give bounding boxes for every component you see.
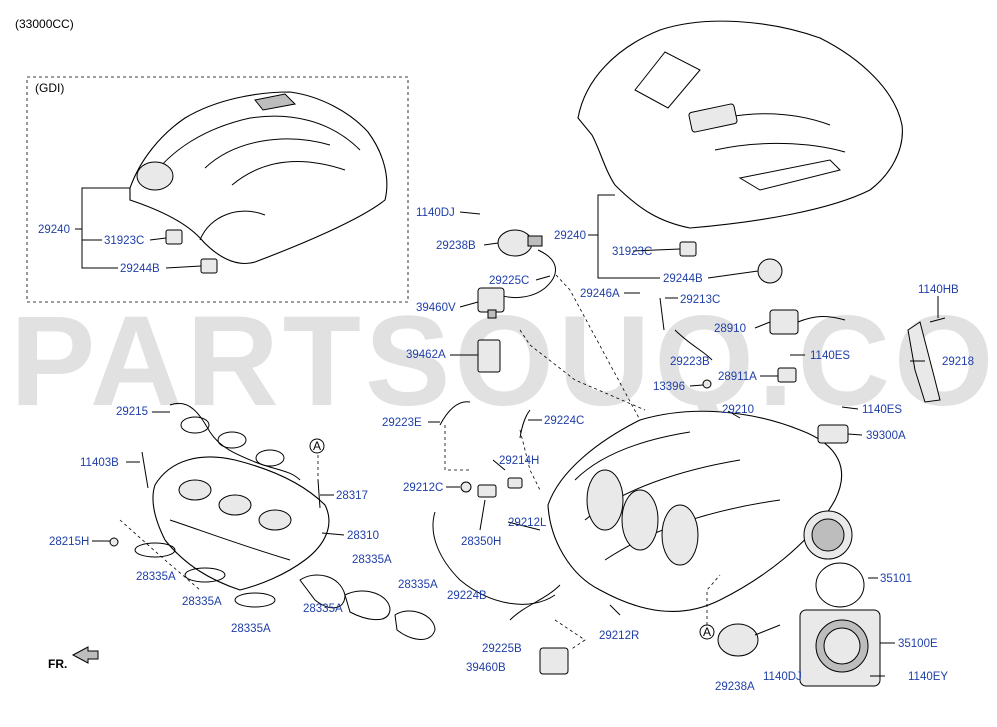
stud-bolt (659, 297, 665, 331)
oil-cap-inset (165, 229, 183, 245)
svg-text:A: A (703, 625, 711, 639)
leader-lines (75, 187, 939, 677)
part-label: 28335A (352, 554, 392, 566)
solenoid-valve-upper (477, 287, 505, 319)
nut-13396 (702, 379, 712, 389)
part-label: 29240 (554, 230, 586, 242)
part-label: 28215H (49, 536, 89, 548)
map-sensor (817, 424, 849, 444)
part-label: 28911A (718, 371, 757, 383)
svg-text:A: A (313, 439, 321, 453)
part-label: 11403B (80, 457, 119, 469)
small-hose-lower (509, 584, 561, 621)
pcv-hose-a (439, 401, 471, 426)
part-label: 28350H (461, 536, 501, 548)
part-label: 29224B (447, 590, 487, 602)
pcv-hose-b (519, 409, 531, 439)
hose-upper (494, 249, 556, 298)
oil-cap (679, 241, 697, 257)
part-label: 28335A (398, 579, 438, 591)
part-label: 29210 (722, 404, 754, 416)
watermark-text: PARTSOUQ.COM (10, 290, 997, 433)
part-labels: 29240 31923C 29244B 1140DJ 29238B 29240 … (38, 207, 974, 693)
part-label: 29215 (116, 406, 148, 418)
clip-fittings (460, 477, 523, 498)
part-label: 31923C (612, 246, 652, 258)
grommet-inset (200, 258, 218, 274)
part-label: 28317 (336, 490, 368, 502)
part-label: 13396 (653, 381, 685, 393)
throttle-gasket (815, 562, 865, 608)
part-label: 29212C (403, 482, 443, 494)
part-label: 29244B (120, 263, 160, 275)
engine-cover (577, 20, 903, 229)
part-label: 29225C (489, 275, 529, 287)
part-label: 39300A (866, 430, 906, 442)
part-label: 39460B (466, 662, 506, 674)
throttle-body (799, 609, 881, 687)
front-arrow-icon (71, 646, 99, 664)
part-label: 1140DJ (763, 671, 802, 683)
vacuum-actuator-upper (497, 229, 543, 257)
bracket-valve (477, 339, 501, 373)
part-label: 1140ES (862, 404, 902, 416)
intake-lower-manifold (152, 456, 330, 591)
inset-title: (GDI) (35, 81, 64, 95)
catalog-code: (33000CC) (15, 17, 74, 31)
part-label: 1140EY (908, 671, 948, 683)
engine-cover-inset (129, 91, 388, 264)
grommet (757, 258, 783, 284)
part-label: 28910 (714, 323, 746, 335)
long-hose (432, 511, 556, 605)
part-label: 29244B (663, 273, 703, 285)
part-label: 29238B (436, 240, 476, 252)
part-label: 29212L (508, 517, 547, 529)
part-label: 1140DJ (416, 207, 455, 219)
ref-marker-a-left: A (309, 438, 325, 454)
gasket-29215 (169, 402, 301, 481)
solenoid-valve-lower (539, 647, 569, 675)
bolt-28215h (109, 537, 119, 547)
part-label: 29224C (544, 415, 584, 427)
front-label: FR. (48, 657, 67, 671)
part-label: 29225B (482, 643, 522, 655)
part-label: 39462A (406, 349, 446, 361)
intake-manifold (547, 410, 853, 612)
part-label: 29212R (599, 630, 639, 642)
part-label: 29240 (38, 224, 70, 236)
part-label: 31923C (104, 235, 144, 247)
part-label: 29238A (715, 681, 755, 693)
part-label: 39460V (416, 302, 456, 314)
hose-29223b (674, 329, 713, 361)
stud-11403b (141, 451, 149, 489)
part-label: 28335A (303, 603, 343, 615)
bracket-small (777, 367, 797, 383)
part-label: 29213C (680, 294, 720, 306)
gdi-inset-frame (26, 76, 409, 303)
part-label: 29246A (580, 288, 620, 300)
part-label: 28335A (231, 623, 271, 635)
part-label: 29223E (382, 417, 422, 429)
part-label: 28335A (182, 596, 222, 608)
ref-marker-a-right: A (699, 624, 715, 640)
part-label: 29223B (670, 356, 710, 368)
bracket-right (907, 321, 941, 403)
part-label: 1140ES (810, 350, 850, 362)
port-gaskets (134, 542, 436, 640)
vacuum-actuator-lower (717, 623, 781, 657)
part-label: 29214H (499, 455, 539, 467)
part-label: 35101 (880, 573, 912, 585)
part-label: 35100E (898, 638, 938, 650)
part-label: 29218 (942, 356, 974, 368)
stud-28317 (317, 479, 321, 509)
part-label: 1140HB (918, 284, 959, 296)
part-label: 28335A (136, 571, 176, 583)
part-label: 28310 (347, 530, 379, 542)
bolt-hb (929, 317, 946, 323)
